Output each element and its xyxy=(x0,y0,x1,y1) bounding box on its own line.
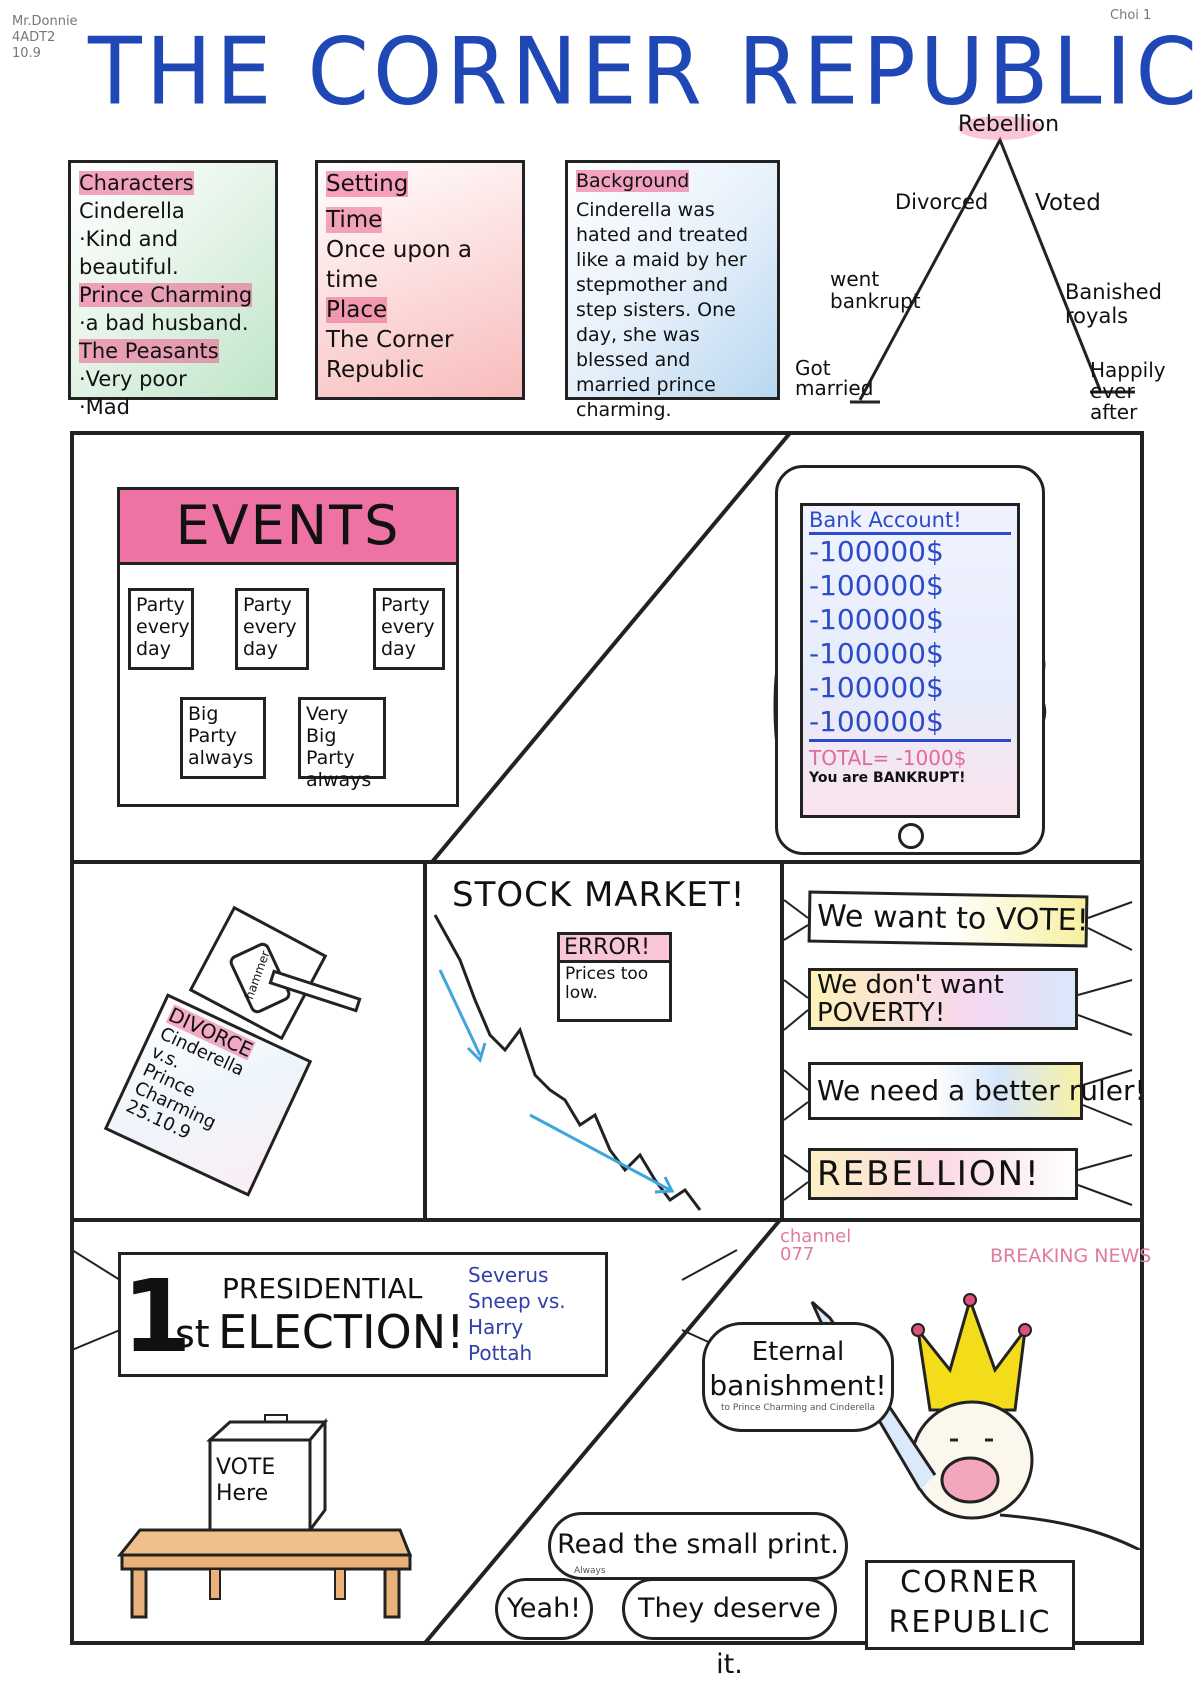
characters-box: Characters Cinderella ·Kind and beautifu… xyxy=(68,160,278,419)
protest-sign: We don't want POVERTY! xyxy=(808,968,1078,1030)
event-card: Big Party always xyxy=(180,697,266,779)
bank-entry: -100000$ xyxy=(809,603,944,636)
meta-line: Mr.Donnie xyxy=(12,14,78,29)
protest-sign: REBELLION! xyxy=(808,1148,1078,1200)
speech-text: Read the small print. xyxy=(557,1529,839,1560)
bank-entry: -100000$ xyxy=(809,671,944,704)
stock-error-box: ERROR! Prices too low. xyxy=(557,932,672,1022)
meta-line: 10.9 xyxy=(12,46,41,61)
phone-screen: Bank Account! -100000$ -100000$ -100000$… xyxy=(800,503,1020,818)
events-heading: EVENTS xyxy=(120,490,456,565)
character-line: ·Mad xyxy=(79,395,130,419)
plot-diagram xyxy=(850,116,1135,404)
podium-line: CORNER xyxy=(900,1565,1040,1600)
student-meta: Mr.Donnie 4ADT2 10.9 xyxy=(12,14,78,62)
candidate-line: Harry xyxy=(468,1315,524,1339)
plot-rising-3: Divorced xyxy=(895,190,989,214)
setting-heading: Setting xyxy=(326,171,409,197)
character-line: ·Very poor xyxy=(79,367,187,391)
election-suffix: st xyxy=(175,1312,210,1356)
podium-line: REPUBLIC xyxy=(888,1605,1052,1640)
event-card: Very Big Party always xyxy=(298,697,386,791)
plot-peak: Rebellion xyxy=(958,112,1060,137)
candidate-line: Sneep vs. xyxy=(468,1289,566,1313)
election-banner xyxy=(118,1252,608,1377)
protest-sign: We need a better ruler! xyxy=(808,1062,1146,1120)
protest-sign-text: We don't want POVERTY! xyxy=(817,970,1004,1028)
speech-text: They deserve it. xyxy=(638,1593,821,1680)
character-line: ·a bad husband. xyxy=(79,311,249,335)
event-card: Party every day xyxy=(128,588,194,670)
speech-bubble-deserve: They deserve it. xyxy=(622,1578,837,1680)
candidate-line: Severus xyxy=(468,1263,549,1287)
characters-heading: Characters xyxy=(79,171,194,195)
meta-line: 4ADT2 xyxy=(12,30,56,45)
bank-heading: Bank Account! xyxy=(809,508,1011,535)
stock-error-title: ERROR! xyxy=(560,935,669,963)
corner-id: Choi 1 xyxy=(1110,8,1152,23)
plot-rising-2: went bankrupt xyxy=(830,267,921,313)
background-text: Cinderella was hated and treated like a … xyxy=(576,199,749,421)
gavel-drawing xyxy=(229,942,362,1014)
channel-label: channel 077 xyxy=(780,1226,852,1265)
election-candidates: Severus Sneep vs. Harry Pottah xyxy=(468,1262,566,1366)
character-line: Cinderella xyxy=(79,199,185,223)
character-line: Prince Charming xyxy=(79,283,253,307)
speech-bubble-yeah: Yeah! xyxy=(495,1578,593,1640)
stock-heading: STOCK MARKET! xyxy=(452,875,746,915)
protest-sign-text: We need a better ruler! xyxy=(817,1074,1146,1107)
speech-line: Eternal xyxy=(751,1337,845,1367)
candidate-line: Pottah xyxy=(468,1341,533,1365)
bank-total: TOTAL= -1000$ xyxy=(809,746,967,770)
place-text: The Corner Republic xyxy=(326,327,454,383)
stock-line-drawing xyxy=(433,914,702,1211)
sign-poles xyxy=(783,899,1133,1206)
bank-footer: You are BANKRUPT! xyxy=(809,770,966,786)
event-card: Party every day xyxy=(235,588,309,670)
time-label: Time xyxy=(326,207,383,233)
election-line2: ELECTION! xyxy=(218,1305,465,1359)
background-heading: Background xyxy=(576,170,690,192)
bank-entry: -100000$ xyxy=(809,535,944,568)
plot-rising-1: Got married xyxy=(795,356,874,400)
speech-small-always: Always xyxy=(574,1566,606,1576)
bank-entry: -100000$ xyxy=(809,569,944,602)
speech-small: to Prince Charming and Cinderella xyxy=(720,1403,876,1413)
place-label: Place xyxy=(326,297,388,323)
podium: CORNER REPUBLIC xyxy=(865,1560,1075,1650)
background-box: Background Cinderella was hated and trea… xyxy=(565,160,780,421)
character-line: The Peasants xyxy=(79,339,219,363)
bank-entry: -100000$ xyxy=(809,705,1011,742)
ballot-label: VOTE Here xyxy=(216,1455,276,1506)
setting-box: Setting Time Once upon a time Place The … xyxy=(315,160,525,400)
speech-text: Yeah! xyxy=(507,1593,581,1624)
bank-entry: -100000$ xyxy=(809,637,944,670)
time-text: Once upon a time xyxy=(326,237,473,293)
character-line: ·Kind and beautiful. xyxy=(79,227,179,279)
ballot-table-drawing xyxy=(116,1414,413,1619)
speech-bubble-banishment: Eternal banishment! to Prince Charming a… xyxy=(702,1322,894,1432)
page-title: THE CORNER REPUBLIC xyxy=(88,17,1200,126)
stock-error-text: Prices too low. xyxy=(565,964,649,1003)
election-line1: PRESIDENTIAL xyxy=(222,1272,423,1305)
phone-home-button xyxy=(898,823,924,849)
election-number: 1 xyxy=(122,1258,192,1375)
event-card: Party every day xyxy=(373,588,445,670)
breaking-news-label: BREAKING NEWS xyxy=(990,1245,1152,1267)
plot-falling-1: Voted xyxy=(1035,190,1101,216)
plot-falling-3: Happily ever after xyxy=(1090,358,1166,424)
speech-line: banishment! xyxy=(709,1369,887,1402)
plot-falling-2: Banished royals xyxy=(1065,280,1162,328)
protest-sign-text: REBELLION! xyxy=(817,1154,1041,1194)
